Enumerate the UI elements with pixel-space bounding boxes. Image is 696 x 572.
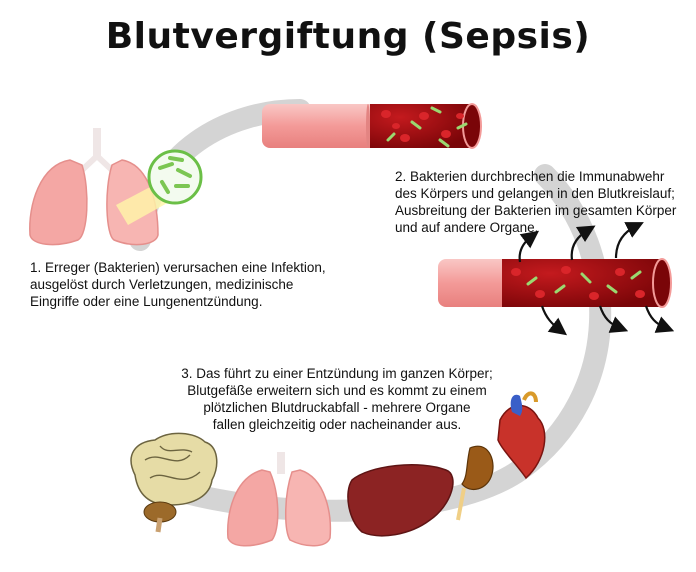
blood-vessel-icon [262,103,482,149]
bacteria-magnifier-icon [116,149,203,225]
step-1-text: 1. Erreger (Bakterien) verursachen eine … [30,260,326,309]
lungs-icon [29,128,159,246]
kidney-icon [456,445,494,521]
lungs-icon [226,452,332,547]
brain-icon [130,432,218,533]
page-title: Blutvergiftung (Sepsis) [105,16,591,57]
heart-icon [497,391,546,480]
step-3-text: 3. Das führt zu einer Entzündung im ganz… [181,366,493,432]
liver-icon [347,464,454,537]
step-2-text: 2. Bakterien durchbrechen die Immunabweh… [395,169,677,235]
blood-vessel-icon [438,222,675,336]
